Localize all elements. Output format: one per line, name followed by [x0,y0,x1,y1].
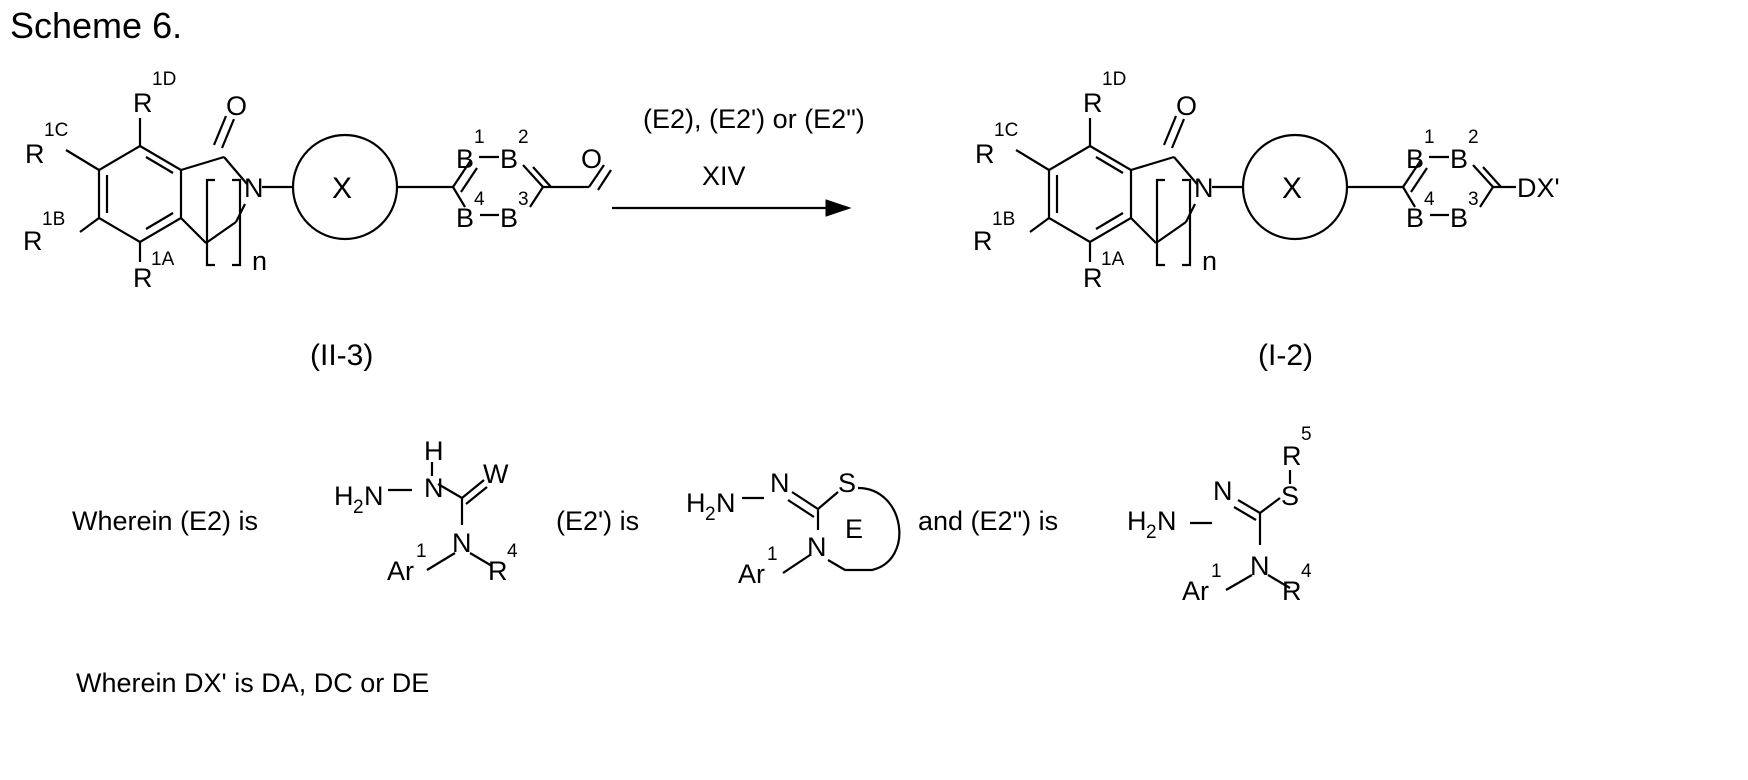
repeat-n: n [252,246,267,276]
arrow-head [826,200,850,216]
atom-ar: Ar [387,556,414,586]
ring-e: E [845,514,863,544]
definition-dx-text: Wherein DX' is DA, DC or DE [76,668,429,698]
definition-e2pp-text: and (E2") is [918,506,1058,536]
ring-x: X [332,172,352,205]
atom-ar: Ar [738,559,765,589]
e2-double-prime-structure [1190,470,1290,590]
sub-2: 2 [353,497,364,518]
atom-b: B [500,144,518,174]
sup-2: 2 [518,127,529,148]
atom-o: O [581,144,602,174]
atom-r: R [1282,576,1302,606]
sup-1b: 1B [992,209,1015,230]
atom-s: S [1281,481,1299,511]
atom-w: W [483,459,509,489]
compound-label-product: (I-2) [1258,339,1313,372]
atom-n: N [807,532,827,562]
sup-4: 4 [474,189,485,210]
atom-n: N [716,488,736,518]
atom-n: N [1250,551,1270,581]
sup-3: 3 [1468,189,1479,210]
reaction-reagents: (E2), (E2') or (E2") [643,104,865,134]
atom-n: N [1157,506,1177,536]
atom-b: B [1450,203,1468,233]
atom-o: O [226,91,247,121]
atom-h: H [334,481,354,511]
scheme-title: Scheme 6. [10,5,182,46]
sup-4: 4 [507,541,518,562]
sup-1: 1 [416,541,427,562]
sup-2: 2 [1468,127,1479,148]
sup-1c: 1C [994,120,1018,141]
repeat-n: n [1202,246,1217,276]
sup-4: 4 [1424,189,1435,210]
atom-o: O [1176,91,1197,121]
sup-1: 1 [1424,127,1435,148]
sup-1: 1 [474,127,485,148]
definition-e2-text: Wherein (E2) is [72,506,258,536]
atom-n: N [1213,476,1233,506]
atom-ar: Ar [1182,576,1209,606]
atom-r: R [1083,88,1103,118]
atom-r: R [1083,263,1103,293]
atom-r: R [25,139,45,169]
atom-r: R [1282,441,1302,471]
atom-r: R [975,139,995,169]
atom-r: R [23,226,43,256]
atom-b: B [1450,144,1468,174]
sup-1d: 1D [152,69,176,90]
ring-x: X [1282,172,1302,205]
reaction-condition: XIV [702,161,746,191]
sup-1c: 1C [44,120,68,141]
atom-r: R [133,88,153,118]
sup-1: 1 [767,544,778,565]
atom-b: B [456,203,474,233]
compound-label-starting: (II-3) [310,339,373,372]
definition-e2p-text: (E2') is [556,506,639,536]
atom-r: R [488,556,508,586]
sup-5: 5 [1301,424,1312,445]
atom-s: S [838,468,856,498]
sub-2: 2 [1146,522,1157,543]
atom-n: N [244,173,264,203]
sup-1a: 1A [1101,249,1125,270]
atom-n: N [770,468,790,498]
atom-n: N [364,481,384,511]
atom-n: N [424,473,444,503]
atom-n: N [452,528,472,558]
atom-h: H [686,488,706,518]
atom-r: R [973,226,993,256]
atom-r: R [133,263,153,293]
group-dx: DX' [1517,173,1560,203]
sup-3: 3 [518,189,529,210]
atom-b: B [1406,203,1424,233]
sub-2: 2 [705,504,716,525]
sup-1b: 1B [42,209,65,230]
atom-n: N [1194,173,1214,203]
sup-1: 1 [1211,561,1222,582]
product-structure [1016,116,1516,265]
atom-b: B [456,144,474,174]
sup-4: 4 [1301,561,1312,582]
atom-h: H [424,436,444,466]
atom-b: B [500,203,518,233]
sup-1a: 1A [151,249,175,270]
sup-1d: 1D [1102,69,1126,90]
atom-b: B [1406,144,1424,174]
atom-h: H [1127,506,1147,536]
